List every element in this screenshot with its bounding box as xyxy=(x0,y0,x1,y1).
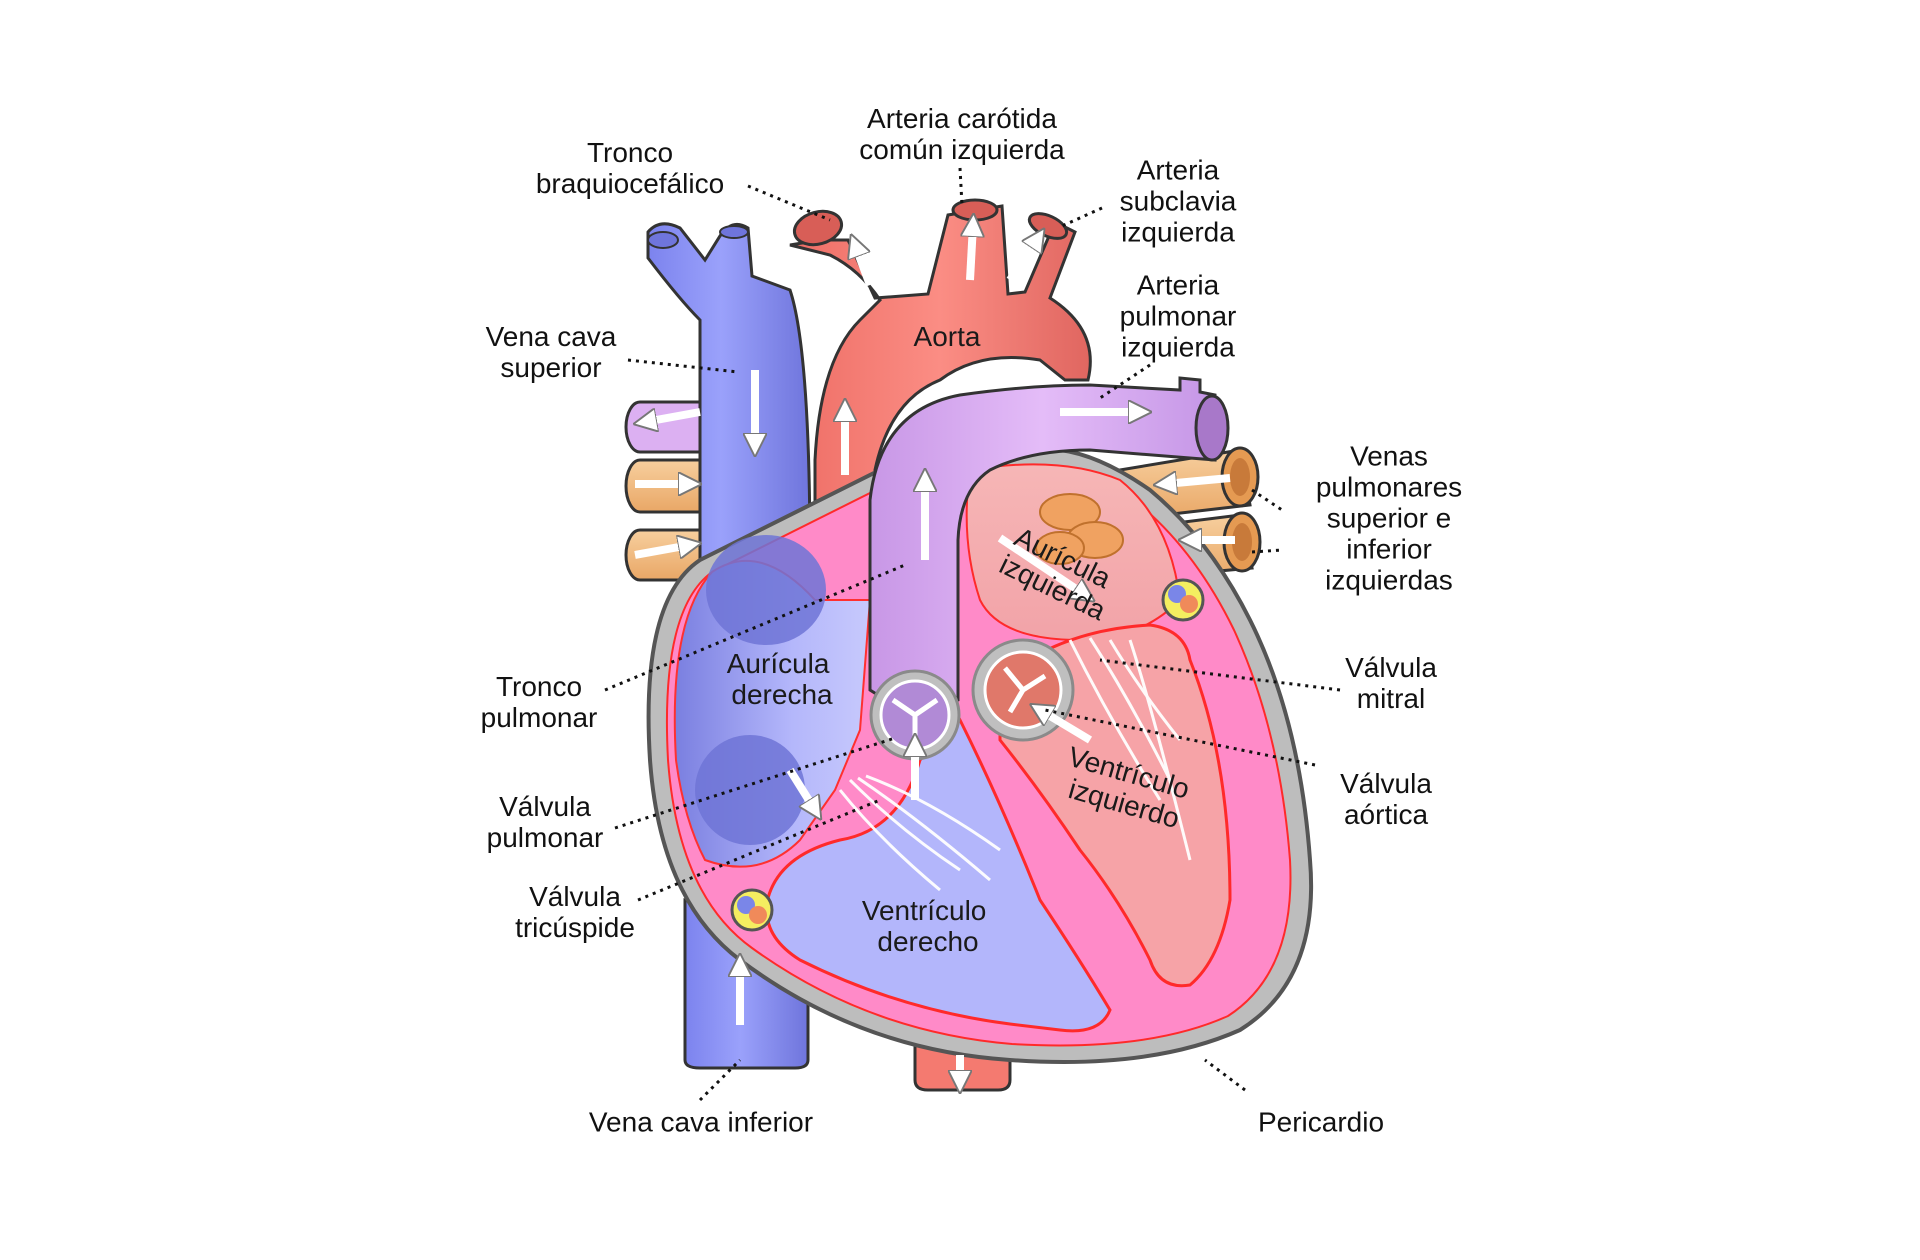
superior-vena-cava-opening xyxy=(719,225,749,239)
superior-vena-cava xyxy=(646,222,812,603)
label-pericardio: Pericardio xyxy=(1257,1106,1385,1138)
chordae-tendineae-left xyxy=(1068,637,1192,861)
left-pulmonary-artery-opening xyxy=(1194,394,1230,462)
label-auricula-derecha: Aurícula derecha xyxy=(727,648,838,710)
label-vena-cava-inferior: Vena cava inferior xyxy=(588,1106,814,1138)
chordae-tendineae-right xyxy=(838,774,1001,892)
ivc-entry xyxy=(695,735,805,845)
pulmonary-trunk xyxy=(868,376,1217,710)
carotid-opening xyxy=(951,198,999,222)
right-ventricle xyxy=(765,717,1112,1033)
label-aorta: Aorta xyxy=(914,321,981,352)
svc-entry xyxy=(706,535,826,645)
label-ventriculo-derecho: Ventrículo derecho xyxy=(862,895,994,957)
leader-lines xyxy=(604,167,1341,1102)
superior-vena-cava-opening-left xyxy=(647,231,679,249)
blood-flow-arrows xyxy=(635,225,1235,1082)
pulmonary-vein-opening-3 xyxy=(1035,531,1085,565)
pulmonary-valve xyxy=(869,669,961,761)
tricuspid-valve xyxy=(730,888,774,932)
mitral-valve xyxy=(1161,578,1205,622)
pulmonary-vein-opening-1 xyxy=(1039,493,1101,531)
